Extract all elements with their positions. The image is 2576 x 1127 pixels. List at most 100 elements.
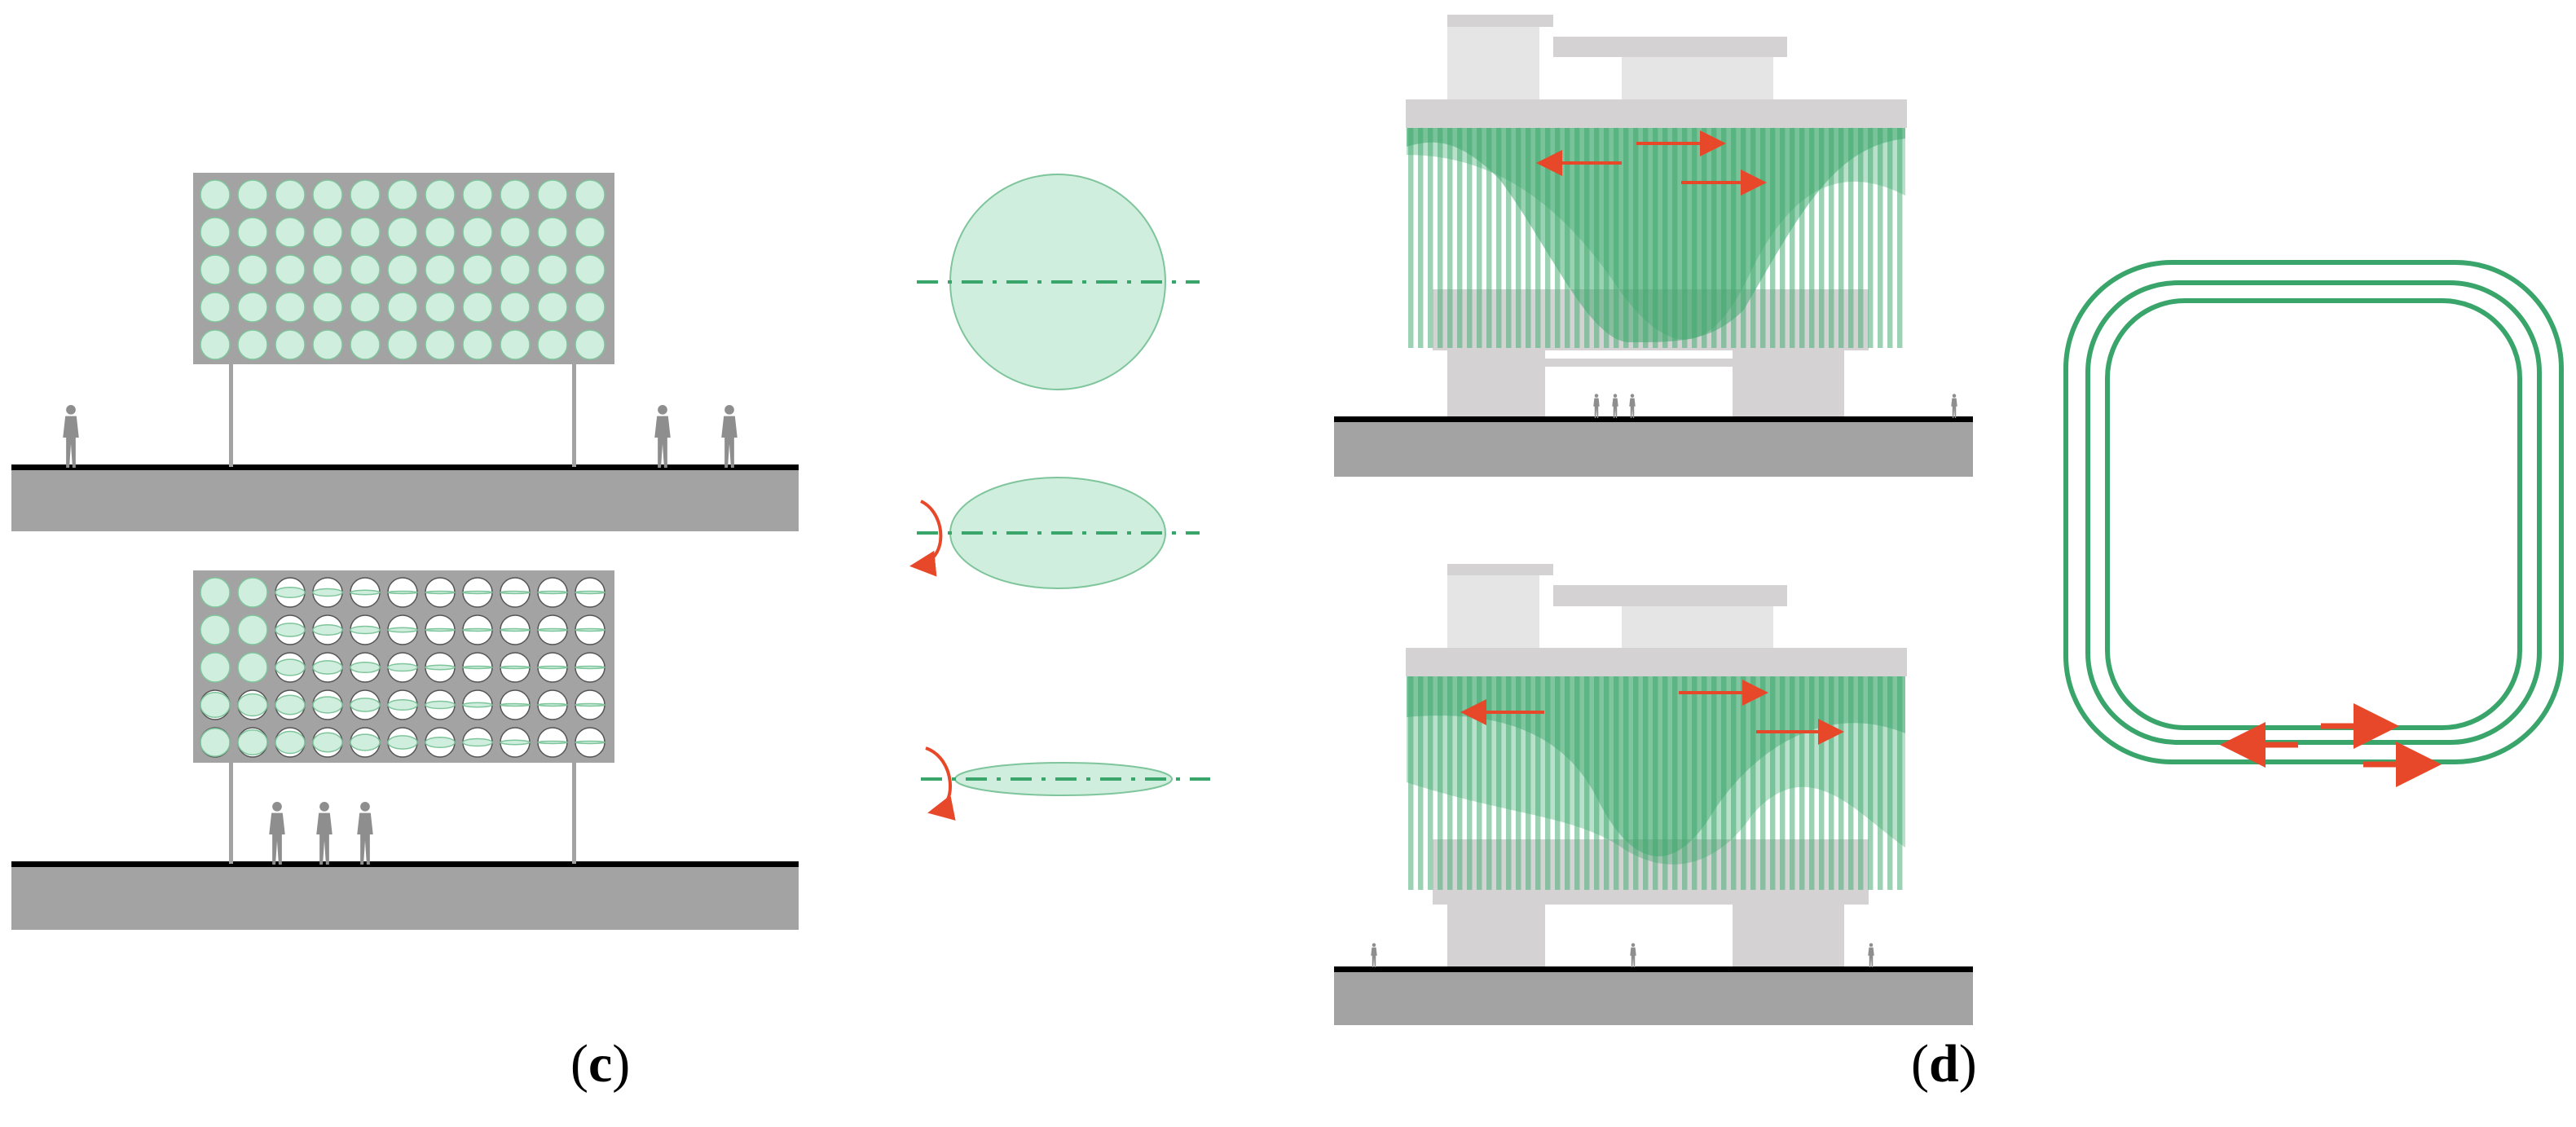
- panel-disc: [237, 577, 268, 608]
- panel-disc: [200, 652, 231, 683]
- circulation-loop: [2063, 260, 2564, 764]
- panel-disc: [237, 329, 268, 360]
- panel-disc: [387, 217, 418, 248]
- panel-disc: [350, 689, 381, 720]
- panel-disc: [462, 652, 493, 683]
- panel-disc: [237, 614, 268, 645]
- panel-disc: [575, 292, 605, 323]
- panel-disc: [387, 329, 418, 360]
- scene-d-upper: [1334, 15, 1973, 477]
- panel-disc: [312, 329, 343, 360]
- person-silhouette-icon: [1868, 943, 1874, 967]
- panel-disc: [462, 329, 493, 360]
- panel-disc: [500, 614, 531, 645]
- panel-disc: [200, 254, 231, 285]
- panel-disc: [575, 614, 605, 645]
- panel-disc: [350, 292, 381, 323]
- panel-disc: [575, 689, 605, 720]
- panel-disc: [537, 577, 568, 608]
- person-silhouette-icon: [357, 801, 373, 865]
- ground-line: [1334, 416, 1973, 422]
- panel-disc: [462, 254, 493, 285]
- panel-disc: [237, 652, 268, 683]
- panel-disc: [275, 217, 306, 248]
- building-roof: [1406, 648, 1907, 676]
- panel-disc: [387, 179, 418, 210]
- panel-disc: [500, 179, 531, 210]
- panel-disc: [575, 727, 605, 758]
- panel-disc: [275, 652, 306, 683]
- panel-disc: [237, 292, 268, 323]
- person-silhouette-icon: [1630, 943, 1636, 967]
- panel-disc: [312, 217, 343, 248]
- scene-c-lower: [11, 570, 799, 930]
- panel-disc: [275, 179, 306, 210]
- track-ring-middle: [2085, 280, 2542, 745]
- panel-disc: [350, 254, 381, 285]
- panel-disc: [312, 652, 343, 683]
- panel-disc: [500, 652, 531, 683]
- person-silhouette-icon: [721, 404, 738, 468]
- ground-line: [11, 464, 799, 470]
- panel-disc: [575, 652, 605, 683]
- panel-disc: [537, 614, 568, 645]
- panel-disc: [425, 179, 456, 210]
- panel-disc: [312, 577, 343, 608]
- panel-disc: [275, 577, 306, 608]
- panel-disc: [462, 292, 493, 323]
- panel-disc: [237, 689, 268, 720]
- panel-disc: [387, 254, 418, 285]
- panel-disc: [387, 652, 418, 683]
- panel-disc: [425, 614, 456, 645]
- panel-disc: [537, 254, 568, 285]
- support-post: [572, 762, 576, 864]
- panel-disc: [462, 727, 493, 758]
- panel-disc: [200, 217, 231, 248]
- panel-disc: [200, 292, 231, 323]
- panel-disc: [462, 689, 493, 720]
- panel-disc: [275, 254, 306, 285]
- panel-disc: [312, 727, 343, 758]
- panel-disc: [275, 292, 306, 323]
- panel-disc: [500, 217, 531, 248]
- panel-disc: [275, 727, 306, 758]
- rotation-arrow-icon: [925, 746, 956, 821]
- panel-disc: [537, 179, 568, 210]
- panel-disc: [350, 652, 381, 683]
- panel-disc: [350, 217, 381, 248]
- panel-disc: [200, 614, 231, 645]
- person-silhouette-icon: [1629, 394, 1636, 418]
- panel-disc: [387, 577, 418, 608]
- person-silhouette-icon: [1593, 394, 1600, 418]
- person-silhouette-icon: [654, 404, 671, 468]
- ground-slab: [11, 865, 799, 930]
- panel-disc: [387, 727, 418, 758]
- support-post: [572, 363, 576, 467]
- panel-disc: [425, 292, 456, 323]
- panel-disc: [387, 292, 418, 323]
- panel-disc: [200, 727, 231, 758]
- scene-c-upper: [11, 173, 799, 531]
- panel-disc: [312, 614, 343, 645]
- panel-disc: [500, 689, 531, 720]
- loop-arrows: [2220, 703, 2442, 787]
- panel-disc: [537, 652, 568, 683]
- panel-disc: [350, 614, 381, 645]
- track-ring-outer: [2063, 260, 2564, 764]
- caption-c: (c): [570, 1034, 631, 1094]
- panel-disc: [312, 179, 343, 210]
- panel-disc: [575, 329, 605, 360]
- panel-disc: [537, 217, 568, 248]
- disc-state-closed: [921, 746, 1210, 821]
- panel-disc: [350, 179, 381, 210]
- panel-disc: [350, 329, 381, 360]
- person-silhouette-icon: [63, 404, 79, 468]
- panel-disc: [500, 292, 531, 323]
- panel-disc: [312, 689, 343, 720]
- person-silhouette-icon: [269, 801, 285, 865]
- panel-disc: [275, 689, 306, 720]
- panel-disc: [575, 179, 605, 210]
- person-silhouette-icon: [1612, 394, 1618, 418]
- panel-disc: [425, 254, 456, 285]
